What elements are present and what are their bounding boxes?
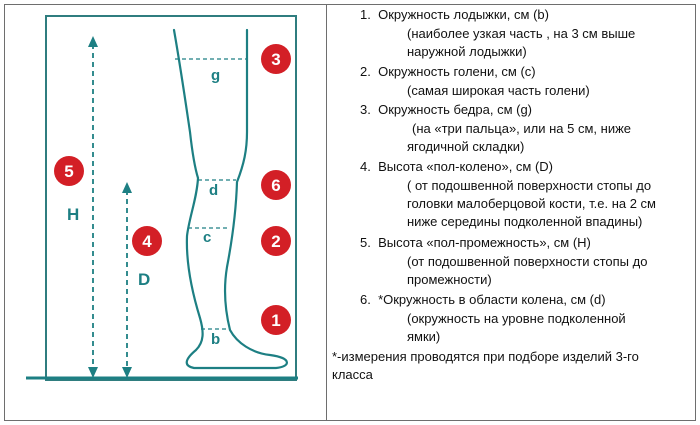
label-H: H [67,205,79,224]
label-D: D [138,270,150,289]
label-d: d [209,182,218,199]
table-divider [326,4,327,421]
item-number: 3. [360,102,371,117]
item-note-line: ниже середины подколенной впадины) [407,214,643,229]
measurement-item-1: 1. Окружность лодыжки, см (b) [360,6,549,23]
item-title: Окружность бедра, см (g) [378,102,533,117]
marker-3-text: 3 [271,50,280,69]
measurement-item-4: 4. Высота «пол-колено», см (D) [360,158,553,175]
marker-5-text: 5 [64,162,73,181]
item-number: 5. [360,235,371,250]
h-arrow-head-bottom [88,367,98,378]
measurement-item-2: 2. Окружность голени, см (c) [360,63,536,80]
item-number: 4. [360,159,371,174]
label-g: g [211,67,220,84]
item-number: 1. [360,7,371,22]
label-b: b [211,331,220,348]
item-title: Окружность голени, см (c) [378,64,536,79]
item-note-line: (самая широкая часть голени) [407,83,590,98]
footnote-line-1: *-измерения проводятся при подборе издел… [332,349,639,364]
item-title: Высота «пол-колено», см (D) [378,159,554,174]
d-arrow-head-top [122,182,132,193]
measurement-item-5: 5. Высота «пол-промежность», см (H) [360,234,591,251]
footnote-line-2: класса [332,367,373,382]
label-c: c [203,229,211,246]
marker-5: 5 [54,156,84,186]
marker-4-text: 4 [142,232,152,251]
item-note-line: головки малоберцовой кости, т.е. на 2 см [407,196,656,211]
item-title: Высота «пол-промежность», см (H) [378,235,591,250]
table-border [4,4,696,421]
item-note-line: (окружность на уровне подколенной [407,311,626,326]
item-note-line: наружной лодыжки) [407,44,527,59]
item-title: *Окружность в области колена, см (d) [378,292,606,307]
diagram-frame [45,15,297,381]
marker-1: 1 [261,305,291,335]
item-note-line: (от подошвенной поверхности стопы до [407,254,648,269]
item-note-line: ягодичной складки) [407,139,525,154]
item-note-line: (наиболее узкая часть , на 3 см выше [407,26,636,41]
marker-6: 6 [261,170,291,200]
marker-2-text: 2 [271,232,280,251]
marker-3: 3 [261,44,291,74]
marker-2: 2 [261,226,291,256]
item-note-line: промежности) [407,272,492,287]
measurement-item-6: 6. *Окружность в области колена, см (d) [360,291,606,308]
item-number: 6. [360,292,371,307]
leg-outline [172,28,288,370]
item-note-line: ямки) [407,329,441,344]
measurement-item-3: 3. Окружность бедра, см (g) [360,101,532,118]
h-arrow-head-top [88,36,98,47]
item-number: 2. [360,64,371,79]
d-arrow-head-bottom [122,367,132,378]
marker-4: 4 [132,226,162,256]
item-note-line: ( от подошвенной поверхности стопы до [407,178,652,193]
item-note-line: (на «три пальца», или на 5 см, ниже [412,121,632,136]
item-title: Окружность лодыжки, см (b) [378,7,549,22]
marker-6-text: 6 [271,176,280,195]
marker-1-text: 1 [271,311,280,330]
